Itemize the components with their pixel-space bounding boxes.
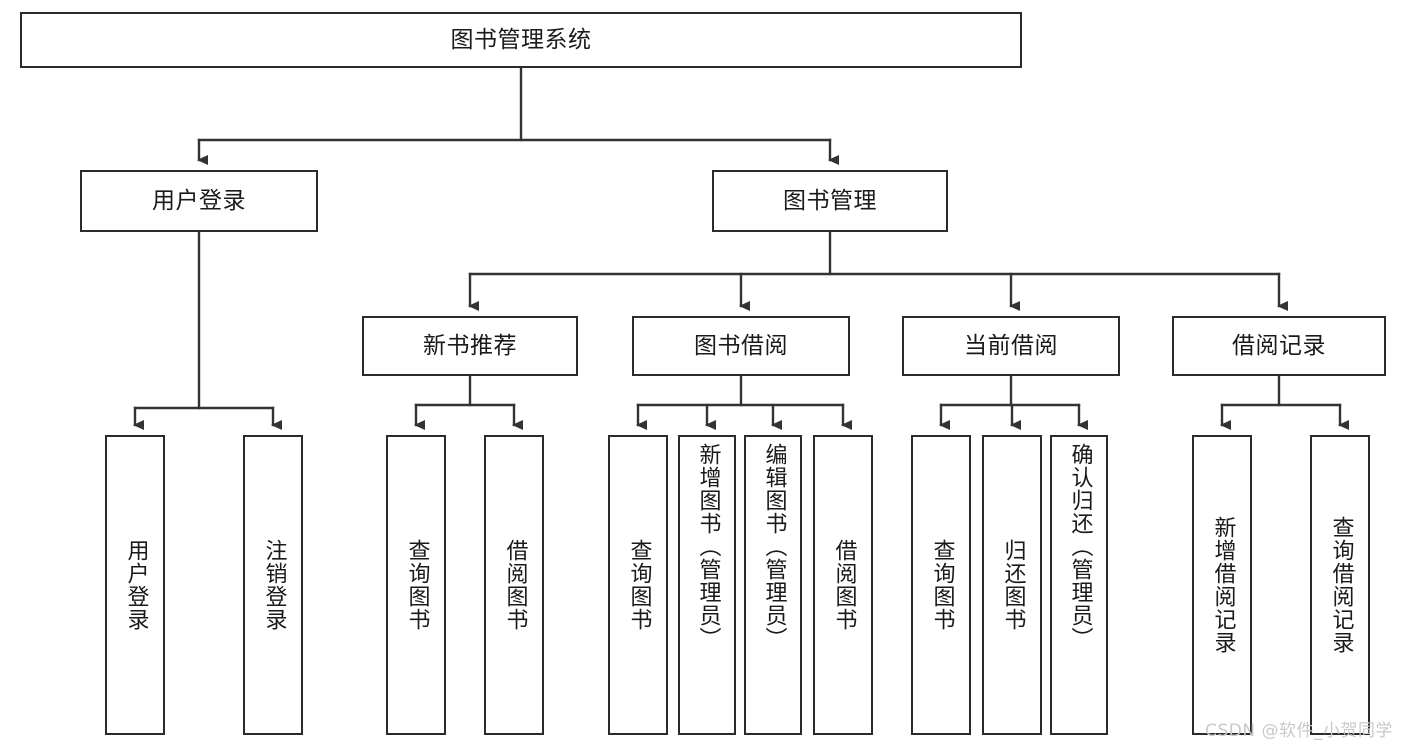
node-book-borrowing[interactable]: 图书借阅 xyxy=(632,316,850,376)
node-label: 用户登录 xyxy=(152,187,246,214)
node-label: 图书借阅 xyxy=(694,332,788,359)
leaf-node[interactable]: 注销登录 xyxy=(243,435,303,735)
leaf-node[interactable]: 新增借阅记录 xyxy=(1192,435,1252,735)
leaf-node[interactable]: 查询图书 xyxy=(608,435,668,735)
leaf-node[interactable]: 编辑图书（管理员） xyxy=(744,435,802,735)
node-label: 新增借阅记录 xyxy=(1210,516,1236,654)
leaf-node[interactable]: 新增图书（管理员） xyxy=(678,435,736,735)
leaf-node[interactable]: 查询图书 xyxy=(911,435,971,735)
watermark: CSDN @软件_小贺同学 xyxy=(1205,721,1393,741)
node-label: 注销登录 xyxy=(261,539,287,631)
node-label: 图书管理 xyxy=(783,187,877,214)
node-label: 当前借阅 xyxy=(964,332,1058,359)
leaf-node[interactable]: 归还图书 xyxy=(982,435,1042,735)
leaf-node[interactable]: 确认归还（管理员） xyxy=(1050,435,1108,735)
leaf-node[interactable]: 用户登录 xyxy=(105,435,165,735)
leaf-node[interactable]: 借阅图书 xyxy=(484,435,544,735)
node-label: 新增图书（管理员） xyxy=(695,443,721,650)
node-label: 查询图书 xyxy=(626,539,652,631)
node-new-book-recommendation[interactable]: 新书推荐 xyxy=(362,316,578,376)
node-borrowing-records[interactable]: 借阅记录 xyxy=(1172,316,1386,376)
node-label: 查询图书 xyxy=(404,539,430,631)
leaf-node[interactable]: 查询图书 xyxy=(386,435,446,735)
node-label: 用户登录 xyxy=(123,539,149,631)
node-user-login[interactable]: 用户登录 xyxy=(80,170,318,232)
node-label: 编辑图书（管理员） xyxy=(761,443,787,650)
node-label: 新书推荐 xyxy=(423,332,517,359)
node-label: 归还图书 xyxy=(1000,539,1026,631)
leaf-node[interactable]: 查询借阅记录 xyxy=(1310,435,1370,735)
node-label: 图书管理系统 xyxy=(450,26,592,53)
node-book-management-system[interactable]: 图书管理系统 xyxy=(20,12,1022,68)
node-label: 确认归还（管理员） xyxy=(1067,443,1093,650)
node-label: 借阅图书 xyxy=(502,539,528,631)
node-label: 借阅图书 xyxy=(831,539,857,631)
node-book-management[interactable]: 图书管理 xyxy=(712,170,948,232)
node-label: 借阅记录 xyxy=(1232,332,1326,359)
node-label: 查询借阅记录 xyxy=(1328,516,1354,654)
node-current-borrowing[interactable]: 当前借阅 xyxy=(902,316,1120,376)
leaf-node[interactable]: 借阅图书 xyxy=(813,435,873,735)
node-label: 查询图书 xyxy=(929,539,955,631)
